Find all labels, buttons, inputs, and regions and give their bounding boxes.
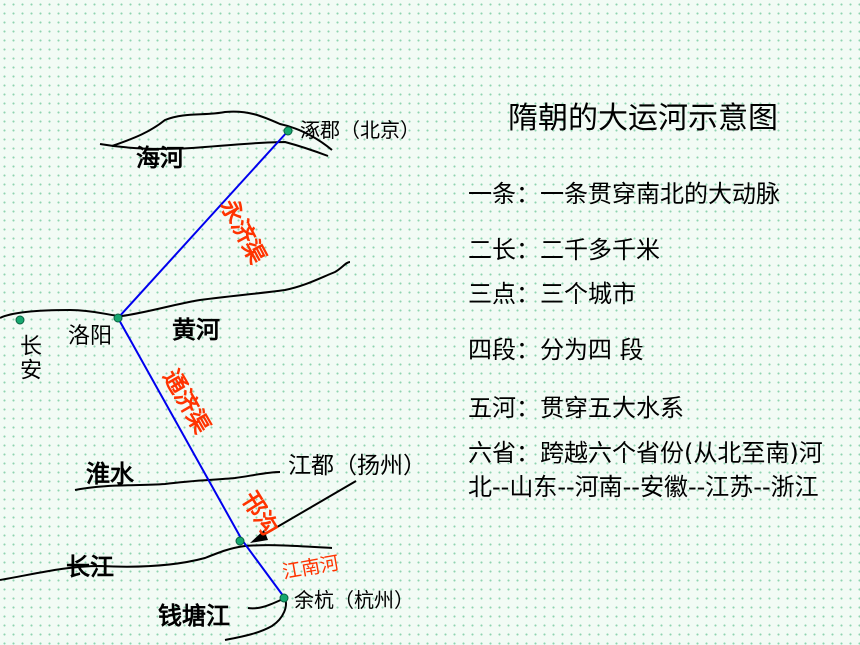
grand-canal-line	[116, 130, 289, 598]
yuhang-label: 余杭（杭州）	[294, 588, 414, 612]
zhuojun-label: 涿郡（北京）	[300, 118, 420, 142]
hai-river-label: 海河	[136, 144, 184, 172]
summary-line-2: 二长：二千多千米	[468, 236, 660, 264]
summary-line-3: 三点：三个城市	[468, 280, 636, 308]
summary-line-6: 六省：跨越六个省份(从北至南)河北--山东--河南--安徽--江苏--浙江	[468, 439, 823, 501]
yellow-river	[0, 261, 351, 319]
city-dot-luoyang	[113, 313, 123, 323]
changan-label: 长安	[16, 334, 41, 382]
city-dot-changan	[15, 315, 25, 325]
summary-line-1: 一条：一条贯穿南北的大动脉	[468, 180, 780, 208]
yellow-river-label: 黄河	[172, 316, 220, 344]
jiangdu-label: 江都（扬州）	[288, 453, 426, 479]
huai-river-label: 淮水	[86, 460, 134, 488]
page-title: 隋朝的大运河示意图	[508, 101, 778, 136]
jiangdu-arrow	[259, 480, 357, 538]
hai-river-lower	[99, 140, 329, 157]
yangtze-river-label: 长江	[66, 553, 114, 581]
city-dot-yuhang	[279, 593, 289, 603]
yangtze-river	[0, 544, 333, 581]
jiangdu-arrowhead	[250, 530, 268, 543]
city-dot-jiangdu	[235, 536, 245, 546]
city-dot-zhuojun	[283, 126, 293, 136]
summary-line-4: 四段：分为四 段	[468, 336, 644, 364]
huai-river	[74, 471, 281, 491]
hai-river-upper	[111, 110, 333, 151]
luoyang-label: 洛阳	[68, 324, 113, 349]
qiantang-river-label: 钱塘江	[158, 602, 230, 630]
qiantang-river	[224, 596, 287, 641]
summary-line-5: 五河：贯穿五大水系	[468, 394, 684, 422]
